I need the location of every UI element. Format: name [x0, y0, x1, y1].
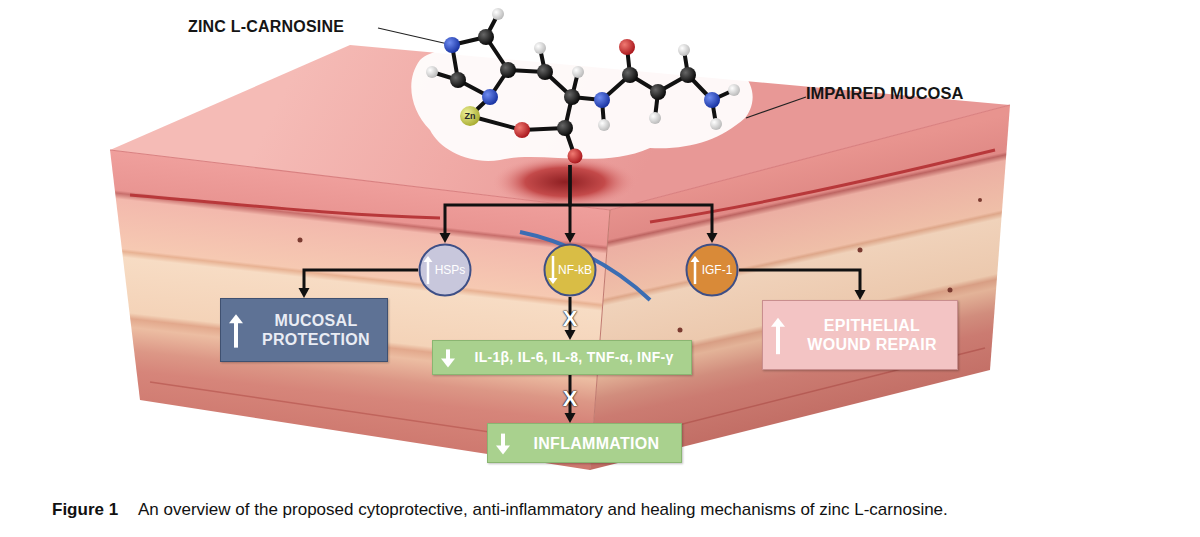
- zinc-atom: [460, 106, 480, 126]
- carbon-atom: [564, 89, 580, 105]
- carbon-atom: [478, 29, 494, 45]
- node-text: EPITHELIAL WOUND REPAIR: [793, 316, 951, 354]
- text-wrap: IGF-1: [685, 243, 739, 297]
- leader-line: [378, 28, 448, 44]
- cytokine-box: IL-1β, IL-6, IL-8, TNF-α, INF-γ: [432, 340, 692, 375]
- mediator-circle: NF-kB: [543, 243, 597, 297]
- hydrogen-atom: [492, 8, 504, 20]
- arrow-head: [424, 256, 433, 262]
- carbon-atom: [650, 84, 666, 100]
- leader-line: [746, 97, 806, 118]
- arrow-shaft: [427, 261, 430, 284]
- callout-label: IMPAIRED MUCOSA: [806, 84, 963, 103]
- nitrogen-atom: [444, 37, 460, 53]
- arrow-head: [229, 314, 243, 323]
- oxygen-atom: [514, 122, 530, 138]
- tissue-cell: [858, 248, 863, 253]
- text-wrap: NF-kB: [543, 243, 597, 297]
- arrow-shaft: [234, 322, 238, 347]
- effect-box: MUCOSAL PROTECTION: [220, 298, 388, 362]
- molecule-bonds: [432, 14, 734, 157]
- block-mark: X: [563, 308, 578, 330]
- nitrogen-atom: [594, 92, 610, 108]
- hydrogen-atom: [534, 42, 546, 54]
- circle-shape: [545, 245, 596, 296]
- arrow-connector: [570, 165, 718, 243]
- arrow-head: [691, 256, 700, 262]
- arrow-shaft: [446, 349, 450, 359]
- hydrogen-atom: [649, 112, 661, 124]
- hydrogen-atom: [710, 118, 722, 130]
- nitrogen-atom: [482, 89, 498, 105]
- node-text: MUCOSAL PROTECTION: [251, 311, 381, 349]
- carbon-atom: [622, 67, 638, 83]
- carbon-atom: [557, 120, 573, 136]
- oxygen-atom: [619, 39, 635, 55]
- carbon-atom: [500, 62, 516, 78]
- node-text: INFLAMMATION: [534, 434, 660, 453]
- carbon-atom: [450, 72, 466, 88]
- impaired-mucosa-patch: [411, 46, 752, 161]
- arrow-connector: [440, 165, 571, 243]
- arrow-shaft: [552, 256, 555, 279]
- tissue-cell: [678, 328, 683, 333]
- arrow-head: [496, 445, 510, 454]
- node-text: HSPs: [435, 263, 466, 277]
- mediator-circle: IGF-1: [685, 243, 739, 297]
- carbon-atom: [680, 67, 696, 83]
- tissue-cell: [298, 238, 303, 243]
- hydrogen-atom: [678, 44, 690, 56]
- hydrogen-atom: [728, 84, 740, 96]
- arrow-connector: [739, 270, 866, 300]
- connector-line: [570, 165, 712, 235]
- ulcer-crater: [493, 156, 637, 208]
- arrow-connector: [299, 270, 419, 298]
- mediator-circle: HSPs: [418, 243, 472, 297]
- node-text: NF-kB: [558, 263, 592, 277]
- arrow-head: [771, 318, 785, 327]
- arrow-shaft: [694, 261, 697, 284]
- figure-caption: An overview of the proposed cytoprotecti…: [138, 500, 948, 520]
- arrow-head: [441, 359, 455, 368]
- atom-symbol: Zn: [460, 110, 480, 122]
- vein-vessel: [520, 232, 650, 300]
- text-wrap: MUCOSAL PROTECTION: [221, 299, 387, 361]
- hydrogen-atom: [598, 119, 610, 131]
- carbon-atom: [537, 64, 553, 80]
- connector-line: [304, 270, 418, 290]
- figure-number: Figure 1: [52, 500, 118, 520]
- text-wrap: EPITHELIAL WOUND REPAIR: [763, 301, 957, 369]
- tissue-cell: [948, 288, 953, 293]
- connector-line: [445, 165, 570, 235]
- text-wrap: IL-1β, IL-6, IL-8, TNF-α, INF-γ: [433, 341, 691, 374]
- arrow-shaft: [776, 326, 780, 354]
- oxygen-atom: [568, 149, 583, 164]
- block-mark: X: [563, 388, 578, 410]
- node-text: IL-1β, IL-6, IL-8, TNF-α, INF-γ: [474, 348, 673, 367]
- circle-shape: [420, 245, 471, 296]
- effect-box: EPITHELIAL WOUND REPAIR: [762, 300, 958, 370]
- tissue-cell: [978, 198, 982, 202]
- outcome-box: INFLAMMATION: [487, 423, 682, 463]
- text-wrap: INFLAMMATION: [488, 424, 681, 462]
- blood-vessel: [130, 195, 440, 218]
- node-text: IGF-1: [702, 263, 733, 277]
- connector-line: [739, 270, 860, 292]
- nitrogen-atom: [704, 92, 720, 108]
- molecule-atoms: [426, 8, 740, 164]
- hydrogen-atom: [572, 66, 584, 78]
- arrow-shaft: [501, 434, 505, 447]
- text-wrap: HSPs: [418, 243, 472, 297]
- molecule-node: ZINC L-CARNOSINEZn: [420, 0, 740, 165]
- arrow-head: [549, 278, 558, 284]
- hydrogen-atom: [426, 66, 438, 78]
- circle-shape: [687, 245, 738, 296]
- compound-name: ZINC L-CARNOSINE: [188, 18, 344, 36]
- blood-vessel: [650, 150, 995, 222]
